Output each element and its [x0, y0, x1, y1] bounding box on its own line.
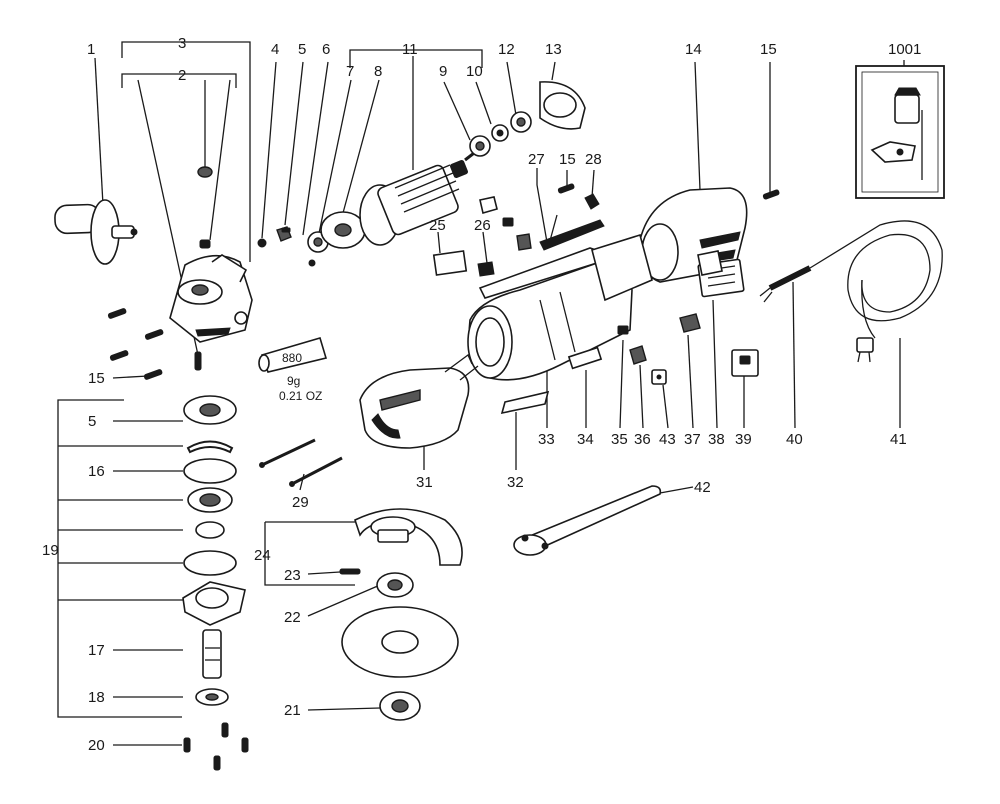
part-labels: 1 3 2 4 5 6 7 8 11 9 10 12 13 14 15 1001… [42, 35, 921, 754]
label-15-left: 15 [88, 370, 105, 387]
label-25: 25 [429, 217, 446, 234]
part-side-handle [54, 199, 138, 265]
label-16: 16 [88, 463, 105, 480]
label-3: 3 [178, 35, 186, 52]
label-9: 9 [439, 63, 447, 80]
label-28: 28 [585, 151, 602, 168]
label-39: 39 [735, 431, 752, 448]
label-17: 17 [88, 642, 105, 659]
label-13: 13 [545, 41, 562, 58]
label-41: 41 [890, 431, 907, 448]
part-power-cord [759, 220, 943, 363]
label-5-left: 5 [88, 413, 96, 430]
label-15-right: 15 [760, 41, 777, 58]
label-42: 42 [694, 479, 711, 496]
part-rods-29 [259, 438, 343, 487]
label-4: 4 [271, 41, 279, 58]
part-stator-housing [467, 233, 653, 381]
part-motor-housing [639, 187, 748, 298]
label-12: 12 [498, 41, 515, 58]
label-2: 2 [178, 67, 186, 84]
label-43: 43 [659, 431, 676, 448]
label-6: 6 [322, 41, 330, 58]
grease-ounces: 0.21 OZ [279, 389, 322, 403]
grease-weight: 9g [287, 374, 300, 388]
label-15-mid: 15 [559, 151, 576, 168]
part-wrench [513, 485, 662, 556]
label-14: 14 [685, 41, 702, 58]
label-5-top: 5 [298, 41, 306, 58]
label-18: 18 [88, 689, 105, 706]
label-38: 38 [708, 431, 725, 448]
label-29: 29 [292, 494, 309, 511]
label-8: 8 [374, 63, 382, 80]
label-26: 26 [474, 217, 491, 234]
label-23: 23 [284, 567, 301, 584]
label-36: 36 [634, 431, 651, 448]
part-small-clips [500, 250, 759, 415]
part-bearings-top [469, 81, 586, 157]
label-1: 1 [87, 41, 95, 58]
part-spindle-stack [182, 395, 249, 771]
label-27: 27 [528, 151, 545, 168]
part-small-components-top [197, 166, 366, 267]
label-34: 34 [577, 431, 594, 448]
label-10: 10 [466, 63, 483, 80]
part-flange-disc [341, 572, 459, 721]
part-grease-tube [258, 337, 328, 373]
part-brush-holders [432, 196, 532, 277]
label-21: 21 [284, 702, 301, 719]
grease-info: 880 9g 0.21 OZ [279, 351, 322, 403]
label-31: 31 [416, 474, 433, 491]
label-24: 24 [254, 547, 271, 564]
label-35: 35 [611, 431, 628, 448]
label-11: 11 [402, 41, 418, 58]
label-22: 22 [284, 609, 301, 626]
grease-code: 880 [282, 351, 302, 365]
label-37: 37 [684, 431, 701, 448]
label-33: 33 [538, 431, 555, 448]
label-40: 40 [786, 431, 803, 448]
part-1001-inset [855, 65, 945, 199]
label-19: 19 [42, 542, 59, 559]
label-20: 20 [88, 737, 105, 754]
label-32: 32 [507, 474, 524, 491]
label-1001: 1001 [888, 41, 921, 58]
part-screws [107, 183, 780, 380]
part-stator-coil [359, 353, 479, 449]
part-wheel-guard [339, 508, 463, 575]
label-7: 7 [346, 63, 354, 80]
part-armature [359, 148, 479, 246]
part-gear-housing [169, 254, 253, 343]
